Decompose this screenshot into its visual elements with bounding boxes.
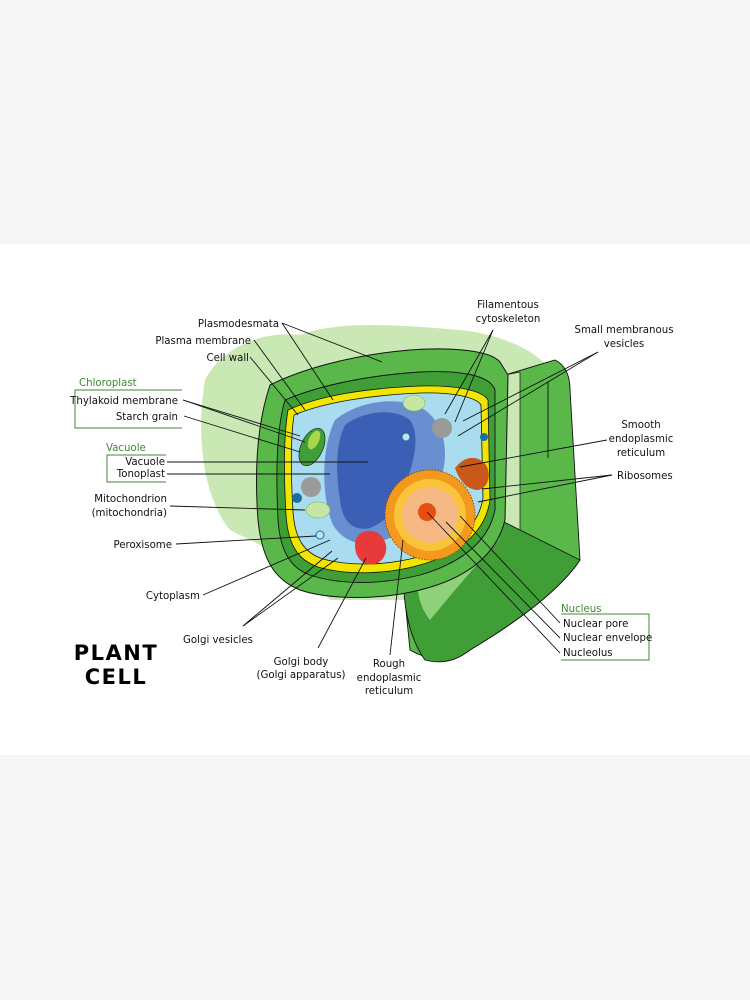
- golgi-body: [355, 530, 387, 565]
- label-nuclear-envelope: Nuclear envelope: [563, 633, 652, 644]
- mitochondrion: [402, 394, 426, 412]
- vacuole-heading: Vacuole: [106, 443, 146, 454]
- label-plasmodesmata: Plasmodesmata: [198, 319, 279, 330]
- label-rough-er-2: endoplasmic: [357, 673, 422, 684]
- label-golgi-body: Golgi body: [274, 657, 329, 668]
- mitochondrion: [305, 501, 331, 519]
- label-cell-wall: Cell wall: [206, 353, 249, 364]
- label-vacuole: Vacuole: [125, 457, 165, 468]
- label-rough-er-3: reticulum: [365, 686, 413, 697]
- chloroplast-group: Chloroplast Thylakoid membrane Starch gr…: [69, 378, 182, 429]
- label-tonoplast: Tonoplast: [116, 469, 165, 480]
- smooth-er: [455, 457, 489, 490]
- title-line-1: PLANT: [74, 641, 158, 665]
- label-mitochondrion: Mitochondrion: [94, 494, 167, 505]
- label-nucleolus: Nucleolus: [563, 648, 613, 659]
- vesicle: [480, 433, 488, 441]
- starch-body: [432, 418, 452, 438]
- label-smooth-er-3: reticulum: [617, 448, 665, 459]
- label-rough-er-1: Rough: [373, 659, 405, 670]
- label-ribosomes: Ribosomes: [617, 471, 673, 482]
- thylakoid: [307, 430, 321, 450]
- title-line-2: CELL: [85, 665, 148, 689]
- label-cytoskeleton: cytoskeleton: [476, 314, 541, 325]
- label-cytoplasm: Cytoplasm: [146, 591, 200, 602]
- chloroplast-heading: Chloroplast: [79, 378, 137, 389]
- label-peroxisome: Peroxisome: [113, 540, 172, 551]
- peroxisome: [315, 530, 325, 540]
- nucleus-heading: Nucleus: [561, 604, 602, 615]
- label-plasma-membrane: Plasma membrane: [155, 336, 251, 347]
- label-thylakoid-membrane: Thylakoid membrane: [69, 396, 178, 407]
- starch-body: [301, 477, 321, 497]
- peroxisome: [401, 432, 411, 442]
- label-vesicles: vesicles: [604, 339, 644, 350]
- label-starch-grain: Starch grain: [116, 412, 178, 423]
- leader-lines: [167, 322, 613, 656]
- label-golgi-vesicles: Golgi vesicles: [183, 635, 253, 646]
- label-smooth-er-2: endoplasmic: [609, 434, 674, 445]
- label-nuclear-pore: Nuclear pore: [563, 619, 628, 630]
- label-filamentous: Filamentous: [477, 300, 539, 311]
- label-mitochondria: (mitochondria): [92, 508, 167, 519]
- vesicle: [292, 493, 302, 503]
- nucleus-group: Nucleus Nuclear pore Nuclear envelope Nu…: [561, 604, 652, 661]
- label-smooth-er-1: Smooth: [621, 420, 660, 431]
- label-golgi-apparatus: (Golgi apparatus): [256, 670, 345, 681]
- label-small-membranous: Small membranous: [575, 325, 674, 336]
- vacuole-group: Vacuole Vacuole Tonoplast: [106, 443, 166, 483]
